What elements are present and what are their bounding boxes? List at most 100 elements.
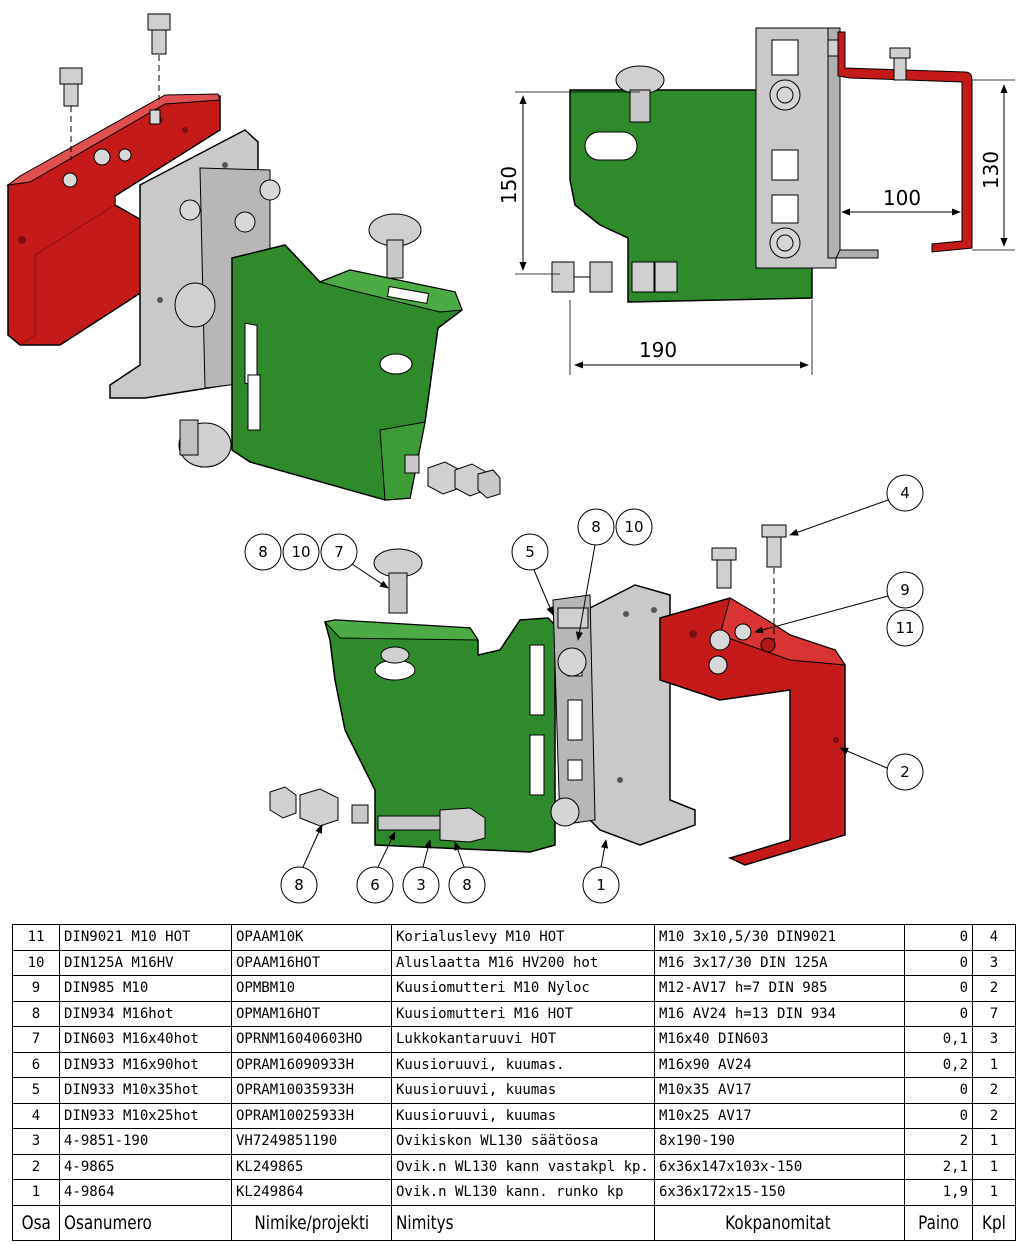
cell-kpl: 1	[972, 1179, 1016, 1206]
bom-header-row: Osa Osanumero Nimike/projekti Nimitys Ko…	[12, 1204, 1016, 1241]
cell-nimike: OPMBM10	[231, 975, 392, 1002]
cell-kokpanomitat: M16x90 AV24	[654, 1051, 905, 1078]
gray-frame-side	[755, 27, 879, 269]
cell-paino: 0	[904, 975, 973, 1002]
cell-osa: 4	[12, 1102, 60, 1129]
balloon-8: 8	[591, 518, 601, 536]
balloon-3: 3	[416, 876, 426, 894]
green-bracket-part	[324, 617, 556, 853]
cell-kpl: 3	[972, 1026, 1016, 1053]
cell-osa: 11	[12, 924, 60, 951]
balloon-5: 5	[525, 543, 535, 561]
cell-paino: 1,9	[904, 1179, 973, 1206]
cell-kokpanomitat: 8x190-190	[654, 1128, 905, 1155]
balloon-1: 1	[596, 876, 606, 894]
green-bracket-part	[231, 244, 463, 501]
header-paino: Paino	[904, 1204, 973, 1241]
red-bracket-part	[659, 597, 846, 866]
cell-kokpanomitat: M16x40 DIN603	[654, 1026, 905, 1053]
part-balloons	[244, 474, 924, 904]
cell-nimitys: Lukkokantaruuvi HOT	[391, 1026, 655, 1053]
cell-kokpanomitat: 6x36x147x103x-150	[654, 1153, 905, 1180]
header-nimitys: Nimitys	[391, 1204, 655, 1241]
cell-kpl: 2	[972, 1102, 1016, 1129]
cell-nimike: OPRAM10025933H	[231, 1102, 392, 1129]
red-bracket-part	[6, 93, 221, 346]
assembly-drawing: 150 130 100 190	[6, 13, 1015, 904]
dimension-190-label: 190	[639, 338, 677, 362]
cell-osanumero: DIN933 M16x90hot	[59, 1051, 232, 1078]
cell-paino: 0	[904, 1102, 973, 1129]
cell-kpl: 1	[972, 1051, 1016, 1078]
balloon-11: 11	[895, 619, 914, 637]
bolt-icon	[711, 524, 787, 640]
balloon-4: 4	[900, 484, 910, 502]
cell-osa: 5	[12, 1077, 60, 1104]
cell-nimike: KL249865	[231, 1153, 392, 1180]
cell-paino: 0	[904, 1077, 973, 1104]
cell-osa: 7	[12, 1026, 60, 1053]
carriage-bolt-icon	[615, 65, 665, 123]
dimension-100-label: 100	[883, 186, 921, 210]
exploded-isometric-view	[6, 13, 501, 501]
cell-osa: 9	[12, 975, 60, 1002]
cell-kpl: 2	[972, 975, 1016, 1002]
cell-kokpanomitat: M10x35 AV17	[654, 1077, 905, 1104]
dimension-150-label: 150	[497, 166, 521, 204]
cell-nimike: KL249864	[231, 1179, 392, 1206]
dimensioned-side-view: 150 130 100 190	[497, 27, 1015, 375]
cell-paino: 0	[904, 949, 973, 976]
cell-osanumero: 4-9864	[59, 1179, 232, 1206]
cell-nimitys: Ovik.n WL130 kann. runko kp	[391, 1179, 655, 1206]
balloon-2: 2	[900, 763, 910, 781]
cell-paino: 0,1	[904, 1026, 973, 1053]
balloon-9: 9	[900, 581, 910, 599]
cell-kpl: 1	[972, 1153, 1016, 1180]
cell-nimike: OPRAM10035933H	[231, 1077, 392, 1104]
cell-kpl: 1	[972, 1128, 1016, 1155]
long-bolt-icon	[269, 786, 486, 843]
cell-nimitys: Ovikiskon WL130 säätöosa	[391, 1128, 655, 1155]
cell-nimike: OPAAM10K	[231, 924, 392, 951]
cell-nimike: VH7249851190	[231, 1128, 392, 1155]
cell-kokpanomitat: M16 AV24 h=13 DIN 934	[654, 1000, 905, 1027]
cell-kokpanomitat: M12-AV17 h=7 DIN 985	[654, 975, 905, 1002]
cell-osa: 3	[12, 1128, 60, 1155]
cell-nimitys: Korialuslevy M10 HOT	[391, 924, 655, 951]
cell-osa: 8	[12, 1000, 60, 1027]
carriage-bolt-icon	[373, 548, 423, 614]
header-osanumero: Osanumero	[59, 1204, 232, 1241]
cell-paino: 2,1	[904, 1153, 973, 1180]
balloon-10: 10	[624, 518, 643, 536]
cell-osanumero: DIN934 M16hot	[59, 1000, 232, 1027]
balloon-8: 8	[294, 876, 304, 894]
dimension-130-label: 130	[979, 151, 1003, 189]
cell-kokpanomitat: M16 3x17/30 DIN 125A	[654, 949, 905, 976]
header-nimike: Nimike/projekti	[231, 1204, 392, 1241]
cell-kokpanomitat: 6x36x172x15-150	[654, 1179, 905, 1206]
cell-paino: 0,2	[904, 1051, 973, 1078]
cell-osanumero: DIN985 M10	[59, 975, 232, 1002]
cell-nimitys: Kuusioruuvi, kuumas.	[391, 1051, 655, 1078]
bolt-icon	[59, 13, 171, 160]
cell-kpl: 4	[972, 924, 1016, 951]
cell-nimitys: Aluslaatta M16 HV200 hot	[391, 949, 655, 976]
cell-osanumero: DIN125A M16HV	[59, 949, 232, 976]
cell-osa: 2	[12, 1153, 60, 1180]
cell-kpl: 3	[972, 949, 1016, 976]
cell-nimike: OPAAM16HOT	[231, 949, 392, 976]
nut-stack-icon	[551, 261, 678, 293]
balloon-8: 8	[462, 876, 472, 894]
balloon-7: 7	[334, 543, 344, 561]
cell-paino: 0	[904, 924, 973, 951]
